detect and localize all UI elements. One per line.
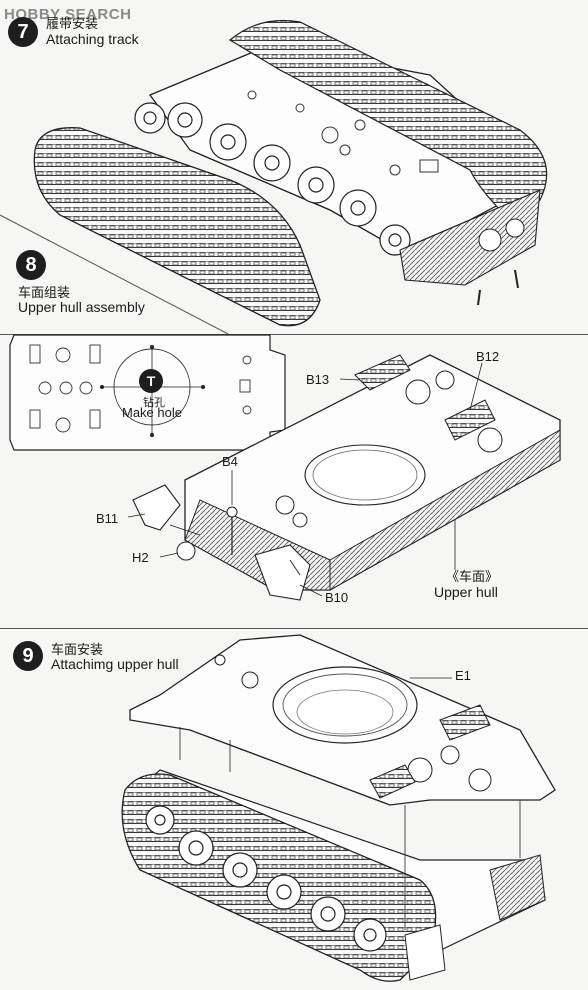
drill-label-en: Make hole — [122, 405, 182, 420]
part-label-b4: B4 — [222, 454, 238, 469]
step-9-badge: 9 — [13, 641, 43, 671]
upper-hull-label-en: Upper hull — [434, 584, 498, 600]
part-label-h2: H2 — [132, 550, 149, 565]
step-8-hull-illustration — [9, 334, 561, 601]
part-label-b12: B12 — [476, 349, 500, 364]
part-label-b11: B11 — [96, 511, 119, 526]
drill-symbol: T — [139, 369, 163, 393]
watermark: HOBBY SEARCH — [4, 6, 132, 23]
drill-label-cn: 钻孔 — [143, 396, 165, 409]
step-7-badge: 7 — [8, 17, 38, 47]
step-7-title-en: Attaching track — [46, 31, 139, 47]
part-label-b13: B13 — [306, 372, 330, 387]
part-label-b10: B10 — [325, 590, 349, 605]
step-9-title-cn: 车面安装 — [51, 643, 104, 658]
part-label-e1: E1 — [455, 668, 471, 683]
step-8-title-en: Upper hull assembly — [18, 299, 145, 315]
step-8-badge: 8 — [16, 250, 46, 280]
step-9-title-en: Attachimg upper hull — [51, 656, 179, 672]
step-7-title-cn: 履带安装 — [46, 17, 99, 32]
step-8-title-cn: 车面组装 — [18, 286, 71, 301]
step-divider-1 — [0, 334, 588, 335]
step-7-track-illustration — [0, 19, 548, 335]
upper-hull-label-cn: 《车面》 — [446, 570, 499, 585]
step-divider-2 — [0, 628, 588, 629]
